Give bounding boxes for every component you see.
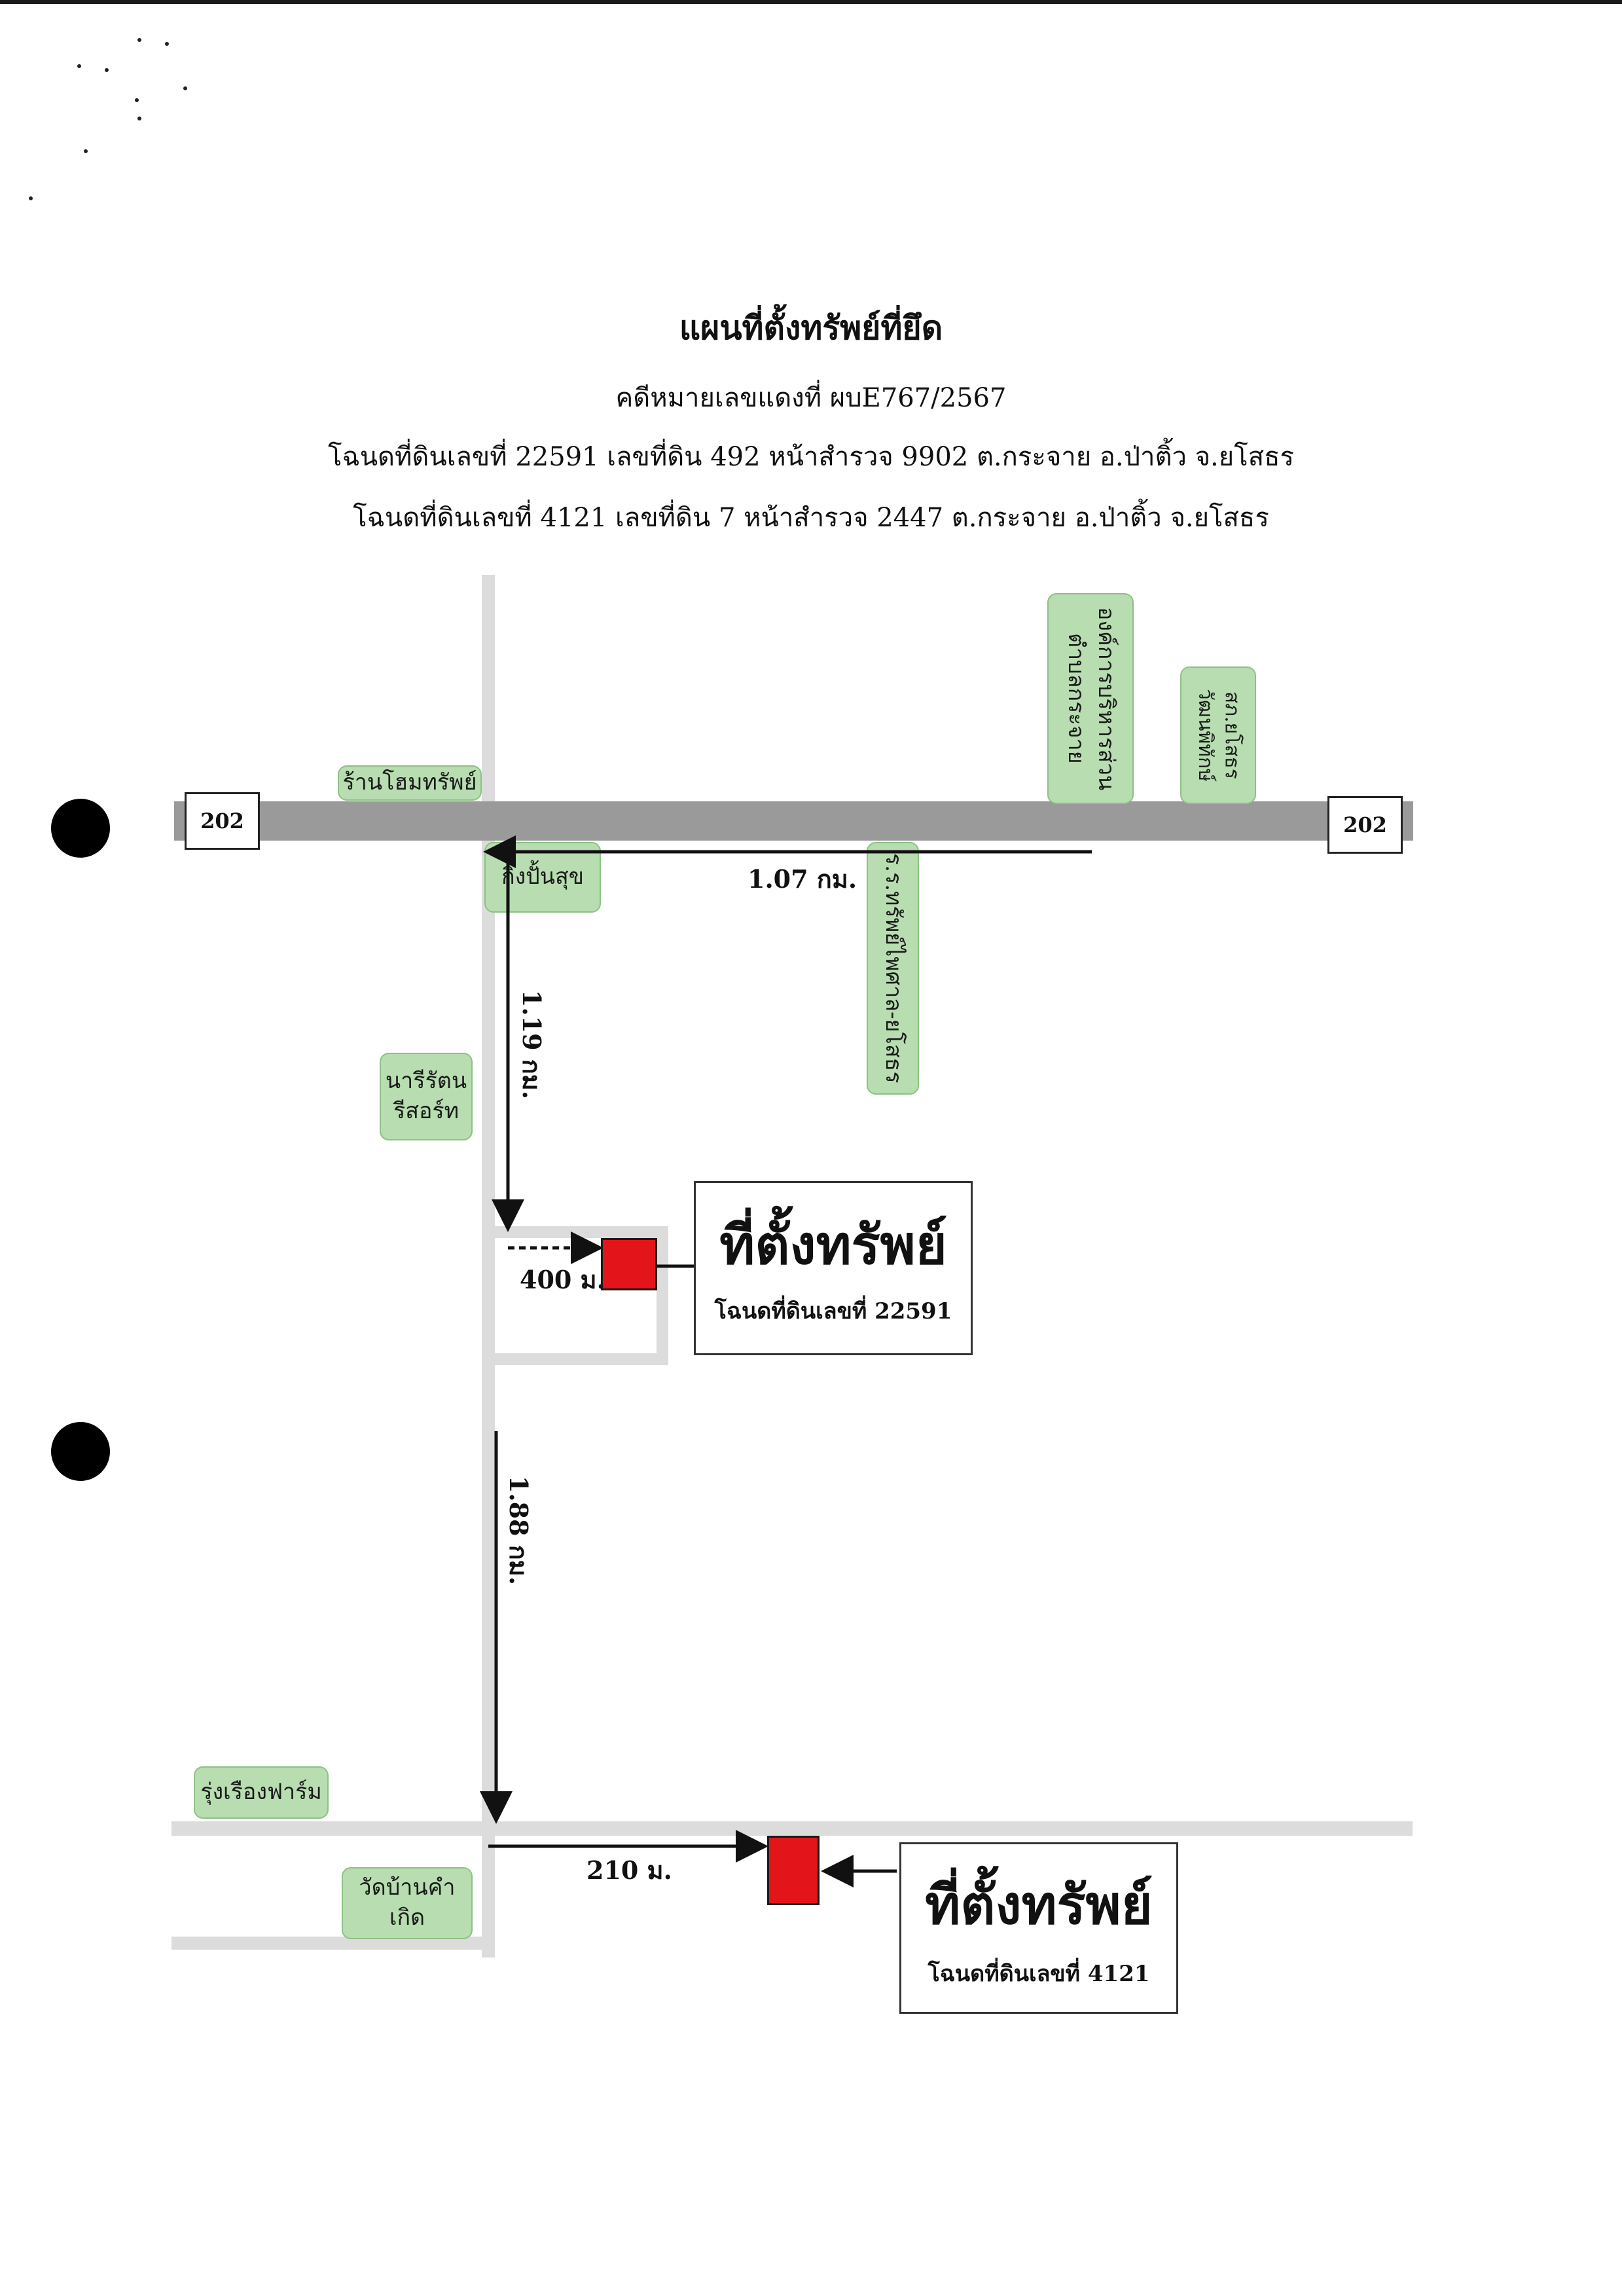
lower-road: [171, 1821, 1413, 1836]
scan-speck: [137, 38, 141, 42]
property-1-label: ที่ตั้งทรัพย์: [719, 1214, 947, 1277]
highway-shield-left: 202: [185, 792, 260, 850]
landmark-home-store: ร้านโฮมทรัพย์: [338, 765, 482, 801]
property-1-deed: โฉนดที่ดินเลขที่ 22591: [714, 1298, 952, 1325]
lower-left-road: [171, 1937, 484, 1950]
distance-second-leg: 1.88 กม.: [504, 1476, 533, 1586]
scan-speck: [105, 68, 109, 72]
landmark-school: ร.ร.ทรัพย์ไพศาล-ยโสธร: [867, 842, 919, 1095]
property-2-label: ที่ตั้งทรัพย์: [925, 1874, 1153, 1937]
distance-side-road: 400 ม.: [520, 1265, 605, 1294]
highway-202: [174, 801, 1413, 841]
deed-line-2: โฉนดที่ดินเลขที่ 4121 เลขที่ดิน 7 หน้าสำ…: [353, 503, 1269, 533]
scan-speck: [165, 42, 169, 46]
landmark-wat-ban-kham-koet: วัดบ้านคำเกิด: [342, 1867, 473, 1939]
property-1-infobox: ที่ตั้งทรัพย์ โฉนดที่ดินเลขที่ 22591: [694, 1181, 973, 1355]
scan-speck: [137, 117, 141, 120]
page-title: แผนที่ตั้งทรัพย์ที่ยึด: [679, 308, 943, 347]
property-2-marker: [767, 1836, 820, 1905]
landmark-naree-rattana-line2: รีสอร์ท: [393, 1098, 460, 1124]
property-2-infobox: ที่ตั้งทรัพย์ โฉนดที่ดินเลขที่ 4121: [899, 1842, 1178, 2014]
landmark-police: สภ.ยโสธรวัฒนพิทักษ์: [1180, 666, 1256, 804]
side-road-right: [657, 1226, 668, 1365]
scan-speck: [84, 149, 88, 153]
distance-first-leg: 1.19 กม.: [517, 990, 547, 1100]
landmark-tao-office: องค์การบริหารส่วนตำบลกระจาย: [1047, 593, 1134, 804]
main-local-road: [482, 575, 495, 1958]
distance-highway: 1.07 กม.: [748, 864, 857, 894]
property-1-marker: [601, 1238, 657, 1290]
scan-speck: [29, 196, 33, 200]
scan-edge-line: [0, 0, 1622, 4]
deed-line-1: โฉนดที่ดินเลขที่ 22591 เลขที่ดิน 492 หน้…: [327, 442, 1294, 472]
scan-speck: [135, 98, 139, 102]
property-2-deed: โฉนดที่ดินเลขที่ 4121: [928, 1961, 1150, 1988]
binder-hole: [51, 799, 110, 858]
case-number: คดีหมายเลขแดงที่ ผบE767/2567: [615, 383, 1007, 413]
scan-speck: [183, 86, 187, 90]
binder-hole: [51, 1422, 110, 1481]
landmark-naree-rattana: นารีรัตน รีสอร์ท: [380, 1053, 473, 1140]
side-road-bottom: [495, 1353, 668, 1365]
landmark-naree-rattana-line1: นารีรัตน: [385, 1068, 467, 1095]
scan-speck: [77, 64, 81, 68]
landmark-rung-ruang-farm: รุ่งเรืองฟาร์ม: [194, 1766, 329, 1819]
distance-final-leg: 210 ม.: [586, 1855, 672, 1885]
highway-shield-right: 202: [1327, 796, 1403, 854]
